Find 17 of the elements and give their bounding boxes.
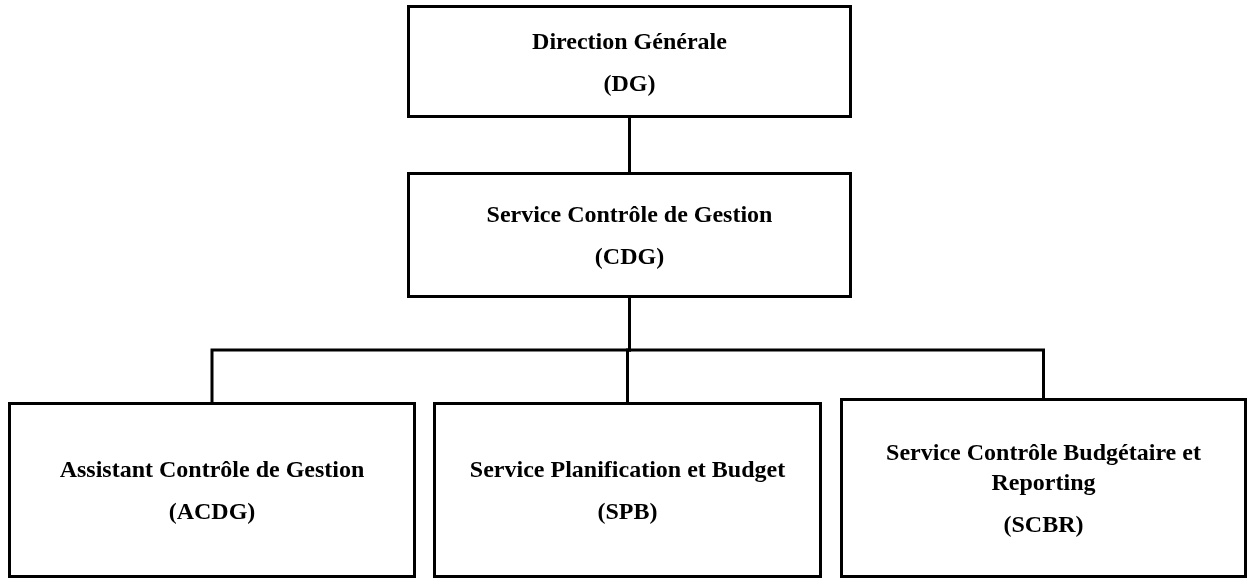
connector-line (628, 298, 1045, 398)
unit-abbreviation: (SCBR) (1003, 510, 1084, 539)
org-box (433, 402, 822, 578)
unit-name: Direction Générale (532, 26, 727, 56)
unit-abbreviation: (ACDG) (168, 497, 256, 526)
org-box (407, 172, 852, 298)
unit-abbreviation: (SPB) (597, 497, 658, 526)
connector-line (628, 118, 631, 172)
org-box (8, 402, 416, 578)
unit-name: Service Contrôle de Gestion (486, 200, 773, 229)
org-box (407, 5, 852, 118)
unit-name: Service Contrôle Budgétaire et Reporting (885, 438, 1202, 497)
org-box (840, 398, 1247, 578)
unit-abbreviation: (CDG) (594, 242, 665, 271)
unit-abbreviation: (DG) (603, 68, 656, 98)
unit-name: Assistant Contrôle de Gestion (59, 455, 365, 484)
unit-name: Service Planification et Budget (469, 455, 786, 484)
